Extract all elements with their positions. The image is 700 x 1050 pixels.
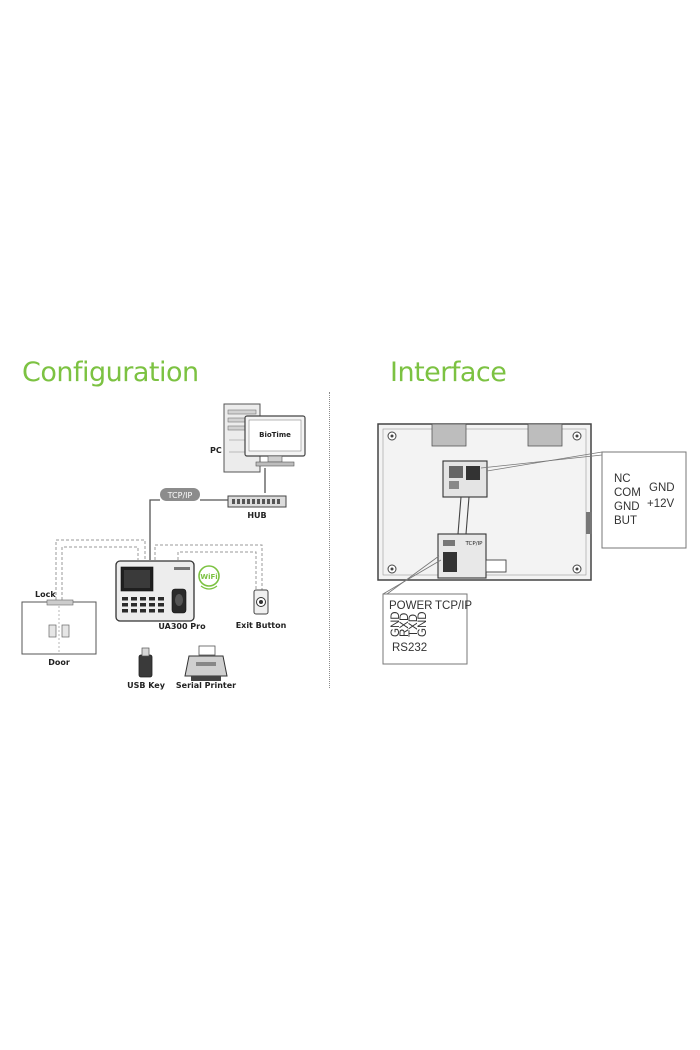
exit-button-label: Exit Button xyxy=(236,621,287,630)
pin-nc: NC xyxy=(614,473,631,485)
network-lines xyxy=(149,468,266,560)
wifi-icon xyxy=(198,565,220,590)
rs232-pin-gnd1: GND xyxy=(390,611,402,637)
rs232-pin-gnd2: GND xyxy=(417,611,429,637)
door xyxy=(21,599,97,655)
section-divider xyxy=(329,392,330,688)
lock-label: Lock xyxy=(35,590,56,599)
monitor-screen-text: BioTime xyxy=(259,431,291,439)
power-label: POWER xyxy=(389,600,432,612)
usb-key-icon xyxy=(138,647,153,678)
pin-but: BUT xyxy=(614,515,637,527)
wiring-dashed xyxy=(55,539,263,600)
exit-button-device xyxy=(253,589,269,615)
lower-connector xyxy=(437,533,507,579)
pin-power-gnd: GND xyxy=(649,482,675,494)
tcpip-label: TCP/IP xyxy=(435,600,472,612)
tcpip-pill xyxy=(160,488,200,501)
port-label: TCP/IP xyxy=(465,541,484,547)
printer-icon xyxy=(184,645,228,681)
pin-gnd: GND xyxy=(614,501,640,513)
door-label: Door xyxy=(48,658,70,667)
relay-callout-box xyxy=(601,451,687,549)
rs232-label: RS232 xyxy=(392,642,427,654)
port-callout-box xyxy=(382,593,468,665)
hub-label: HUB xyxy=(247,511,266,520)
printer-label: Serial Printer xyxy=(176,681,236,690)
pin-power-12v: +12V xyxy=(647,498,675,510)
pc-label: PC xyxy=(210,446,222,455)
upper-connector xyxy=(442,460,488,498)
configuration-title: Configuration xyxy=(22,357,199,388)
hub xyxy=(227,495,287,508)
rs232-pin-txd: TXD xyxy=(408,614,420,637)
leader-lines xyxy=(382,451,603,595)
rs232-pin-rxd: RXD xyxy=(399,613,411,637)
tcpip-pill-label: TCP/IP xyxy=(167,491,193,500)
connector-cable xyxy=(457,496,470,535)
ua300-device xyxy=(115,560,195,622)
interface-title: Interface xyxy=(390,357,507,388)
pin-com: COM xyxy=(614,487,641,499)
device-label: UA300 Pro xyxy=(158,622,206,631)
monitor xyxy=(244,415,306,467)
usb-key-label: USB Key xyxy=(127,681,166,690)
wifi-badge-text: WiFi xyxy=(200,573,217,581)
